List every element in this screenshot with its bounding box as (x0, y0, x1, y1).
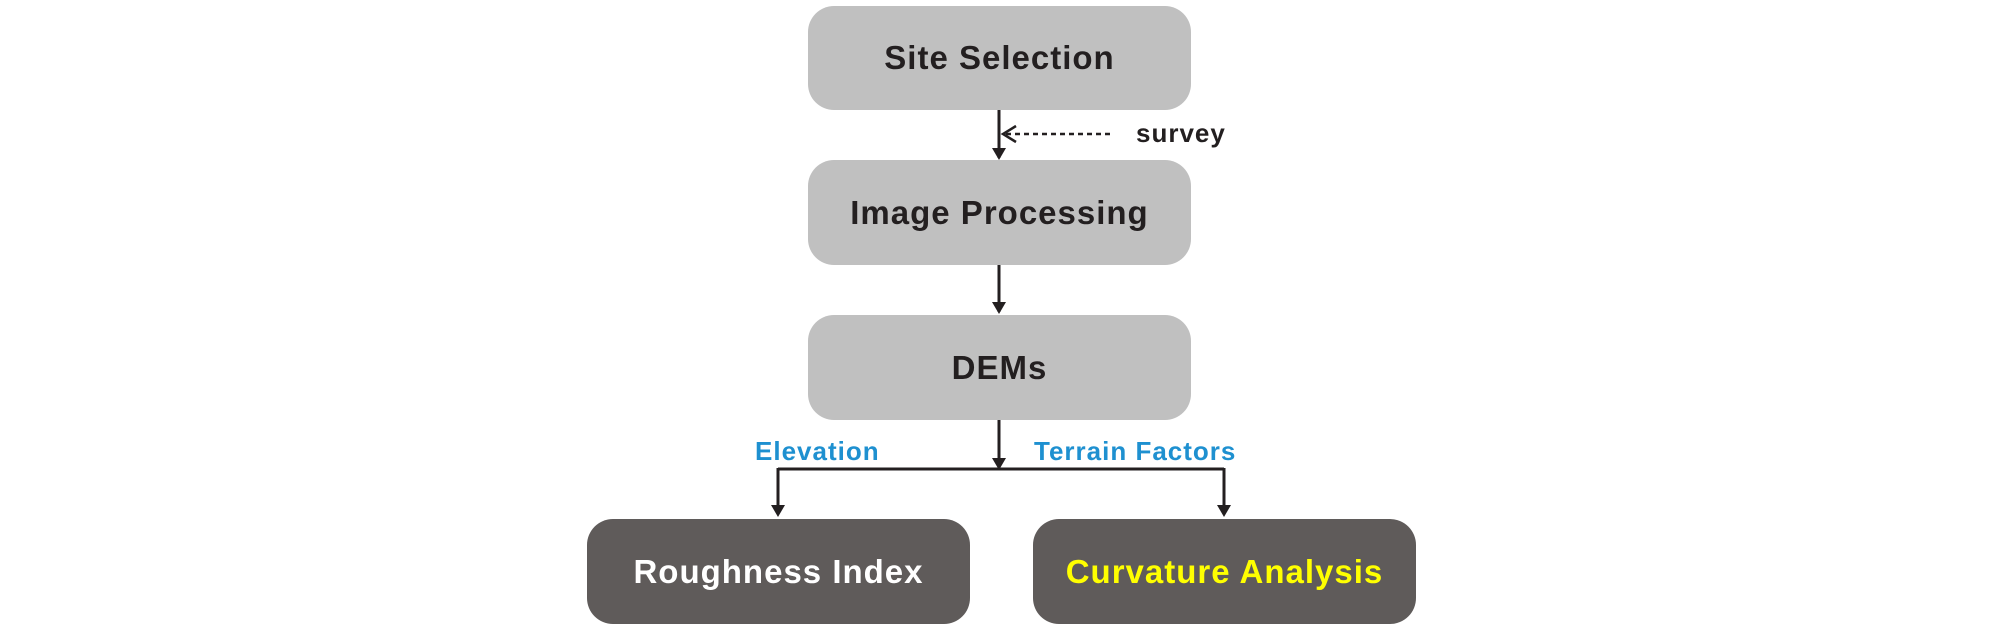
roughness-index-label: Roughness Index (633, 552, 924, 590)
site-selection-box: Site Selection (808, 6, 1191, 110)
arrowhead-dems-down (992, 458, 1006, 470)
terrain-factors-label: Terrain Factors (1034, 436, 1237, 466)
survey-arrowhead (1000, 124, 1017, 144)
image-processing-label: Image Processing (850, 193, 1149, 231)
arrowhead-site-to-image (992, 148, 1006, 160)
image-processing-box: Image Processing (808, 160, 1191, 265)
site-selection-label: Site Selection (884, 39, 1115, 76)
curvature-analysis-label: Curvature Analysis (1065, 552, 1384, 590)
arrowhead-to-curvature (1217, 505, 1231, 517)
arrowhead-to-roughness (771, 505, 785, 517)
roughness-index-box: Roughness Index (587, 519, 970, 624)
dems-label: DEMs (951, 348, 1048, 386)
arrowhead-image-to-dems (992, 302, 1006, 314)
elevation-label: Elevation (755, 436, 880, 466)
survey-label: survey (1136, 118, 1226, 148)
curvature-analysis-box: Curvature Analysis (1033, 519, 1416, 624)
dems-box: DEMs (808, 315, 1191, 420)
